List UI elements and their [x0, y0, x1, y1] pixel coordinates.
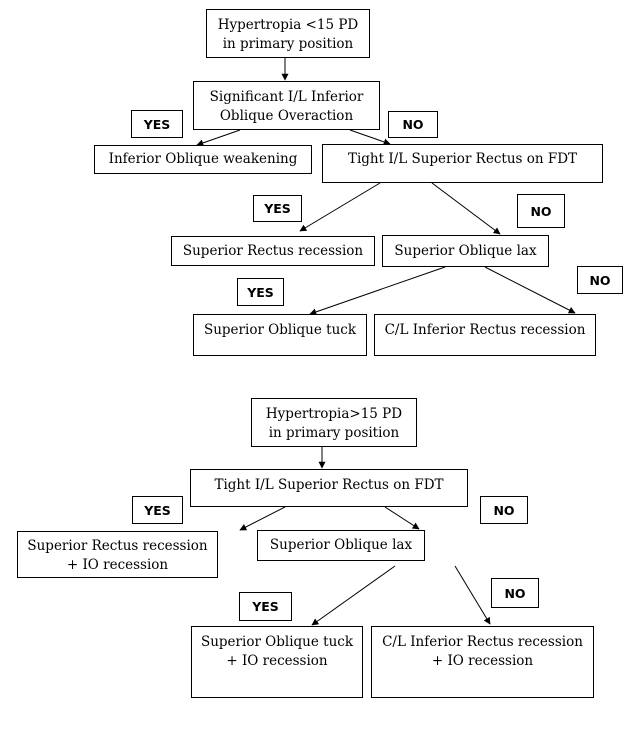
arrow-so-lax2-to-cl-ir: [454, 565, 491, 625]
arrow-so-lax-to-so-tuck: [309, 266, 446, 316]
yes-label-tight-sr-2-text: YES: [144, 502, 171, 518]
yes-label-tight-sr-text: YES: [264, 201, 291, 216]
result-sr-io-recession: Superior Rectus recession + IO recession: [17, 531, 218, 578]
no-label-so-lax-text: NO: [589, 272, 611, 288]
result-so-tuck-text: Superior Oblique tuck: [203, 322, 357, 338]
result-so-tuck-io: Superior Oblique tuck + IO recession: [191, 626, 363, 698]
start-box-over-15pd-text: Hypertropia>15 PD in primary position: [265, 406, 403, 441]
no-label-io-overaction: NO: [388, 111, 438, 138]
result-io-weakening: Inferior Oblique weakening: [94, 145, 312, 174]
result-sr-recession: Superior Rectus recession: [171, 236, 375, 266]
start-box-over-15pd: Hypertropia>15 PD in primary position: [251, 398, 417, 447]
no-label-tight-sr-2-text: NO: [493, 502, 515, 518]
result-so-tuck-io-text: Superior Oblique tuck + IO recession: [200, 634, 354, 669]
no-label-tight-sr-text: NO: [530, 203, 552, 219]
yes-label-io-overaction: YES: [131, 110, 183, 138]
yes-label-so-lax-text: YES: [247, 284, 274, 300]
decision-tight-sr-fdt-2: Tight I/L Superior Rectus on FDT: [190, 469, 468, 507]
no-label-so-lax-2: NO: [491, 578, 539, 608]
result-cl-ir-recession: C/L Inferior Rectus recession: [374, 314, 596, 356]
result-cl-ir-recession-text: C/L Inferior Rectus recession: [384, 322, 586, 338]
result-cl-ir-io-text: C/L Inferior Rectus recession + IO reces…: [382, 634, 583, 669]
result-io-weakening-text: Inferior Oblique weakening: [108, 151, 298, 167]
arrow-q2-to-sr-recession: [299, 182, 381, 232]
no-label-tight-sr-2: NO: [480, 496, 528, 524]
arrow-q1-to-sr-io: [239, 506, 286, 531]
start-box-under-15pd: Hypertropia <15 PD in primary position: [206, 9, 370, 58]
decision-so-lax-2: Superior Oblique lax: [257, 530, 425, 561]
decision-tight-sr-fdt-text: Tight I/L Superior Rectus on FDT: [347, 151, 578, 167]
decision-io-overaction: Significant I/L Inferior Oblique Overact…: [193, 81, 380, 130]
result-so-tuck: Superior Oblique tuck: [193, 314, 367, 356]
result-cl-ir-io: C/L Inferior Rectus recession + IO reces…: [371, 626, 594, 698]
no-label-tight-sr: NO: [517, 194, 565, 228]
result-sr-recession-text: Superior Rectus recession: [182, 243, 364, 259]
yes-label-so-lax: YES: [237, 278, 284, 306]
no-label-io-overaction-text: NO: [402, 117, 424, 132]
decision-so-lax-2-text: Superior Oblique lax: [269, 537, 413, 553]
yes-label-tight-sr: YES: [253, 195, 302, 222]
decision-io-overaction-text: Significant I/L Inferior Oblique Overact…: [209, 89, 364, 124]
arrow-q1-to-q2: [349, 129, 391, 146]
arrow-q1-to-io-weakening: [196, 129, 241, 147]
arrow-q2-to-so-lax: [431, 182, 501, 235]
yes-label-so-lax-2: YES: [239, 592, 292, 621]
decision-so-lax: Superior Oblique lax: [382, 235, 549, 267]
yes-label-io-overaction-text: YES: [143, 116, 171, 132]
result-sr-io-recession-text: Superior Rectus recession + IO recession: [27, 538, 208, 573]
yes-label-so-lax-2-text: YES: [252, 599, 279, 614]
start-box-under-15pd-text: Hypertropia <15 PD in primary position: [217, 17, 359, 52]
arrow-q1-to-so-lax2: [384, 506, 420, 530]
decision-so-lax-text: Superior Oblique lax: [394, 243, 537, 259]
arrow-so-lax-to-cl-ir: [484, 266, 576, 314]
no-label-so-lax: NO: [577, 266, 623, 294]
arrow-so-lax2-to-so-tuck: [311, 565, 396, 626]
decision-tight-sr-fdt: Tight I/L Superior Rectus on FDT: [322, 144, 603, 183]
decision-tight-sr-fdt-2-text: Tight I/L Superior Rectus on FDT: [214, 477, 444, 493]
no-label-so-lax-2-text: NO: [504, 585, 526, 601]
yes-label-tight-sr-2: YES: [132, 496, 183, 524]
